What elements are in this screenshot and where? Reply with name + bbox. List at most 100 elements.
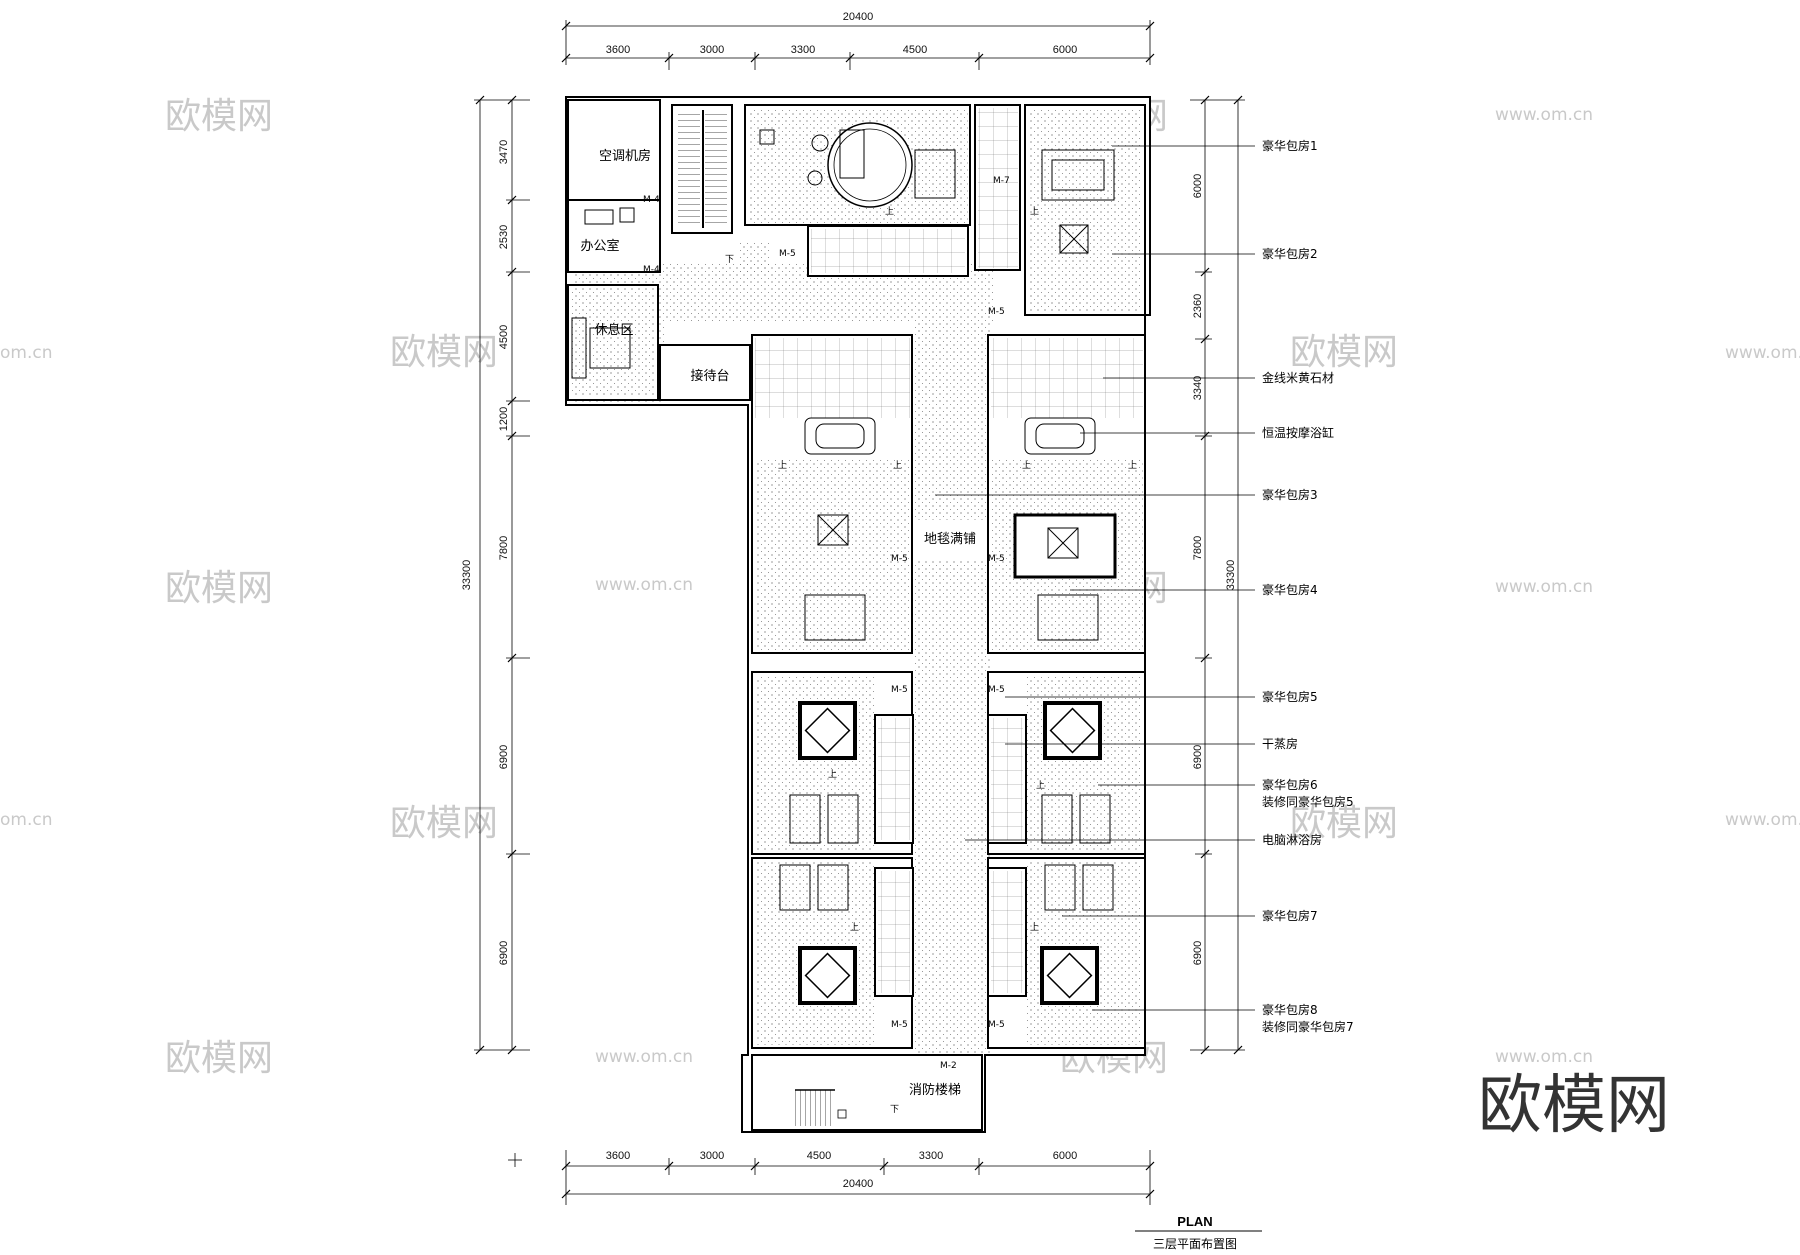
watermark-url: www.om.cn — [1495, 577, 1593, 597]
watermark-brand: 欧模网 — [1290, 332, 1398, 373]
right-dimensions: 6000 2360 3340 7800 6900 6900 33300 — [1190, 95, 1245, 1055]
watermark-brand: 欧模网 — [390, 332, 498, 373]
label-office: 办公室 — [580, 238, 619, 254]
label-carpet: 地毯满铺 — [924, 532, 976, 547]
door-tag: M-7 — [993, 176, 1010, 186]
dim-right-total: 33300 — [1225, 560, 1237, 591]
annotation-room-1: 豪华包房1 — [1262, 138, 1318, 153]
dim-left-3: 4500 — [498, 325, 510, 349]
watermark-url: www.om.cn — [1495, 1047, 1593, 1067]
annotations: 豪华包房1 豪华包房2 金线米黄石材 恒温按摩浴缸 豪华包房3 豪华包房4 豪华… — [935, 138, 1354, 1034]
door-tag: M-5 — [779, 249, 796, 259]
bottom-dimensions: 3600 3000 4500 3300 6000 20400 — [508, 1150, 1155, 1205]
door-tag: M-4 — [643, 195, 660, 205]
dim-right-1: 6000 — [1192, 174, 1204, 198]
door-tag: M-5 — [988, 1020, 1005, 1030]
label-fire-stair: 消防楼梯 — [909, 1082, 961, 1098]
stair-up-mark: 上 — [893, 460, 902, 471]
dim-top-1: 3600 — [606, 44, 630, 56]
door-tags: M-4 M-4 M-5 M-5 M-5 M-5 M-5 M-5 M-5 M-5 … — [643, 176, 1137, 1115]
dim-left-1: 3470 — [498, 140, 510, 164]
annotation-room-6-note: 装修同豪华包房5 — [1262, 794, 1354, 809]
dim-top-2: 3000 — [700, 44, 724, 56]
top-dimensions: 20400 3600 3000 3300 4500 6000 — [561, 11, 1155, 70]
door-tag: M-5 — [891, 685, 908, 695]
watermark-brand: 欧模网 — [390, 803, 498, 844]
left-dimensions: 33300 3470 2530 4500 1200 7800 6900 6900 — [461, 95, 530, 1055]
dim-right-5: 6900 — [1192, 745, 1204, 769]
dim-bottom-3: 4500 — [807, 1150, 831, 1162]
label-reception: 接待台 — [690, 368, 729, 384]
watermark-url: www.om.cn — [1725, 810, 1800, 830]
watermark-url: www.om.cn — [595, 575, 693, 595]
dim-left-4: 1200 — [498, 407, 510, 431]
dim-right-3: 3340 — [1192, 376, 1204, 400]
room-labels: 空调机房 办公室 休息区 接待台 地毯满铺 消防楼梯 — [580, 148, 976, 1098]
door-tag: M-5 — [891, 554, 908, 564]
dim-top-total: 20400 — [843, 11, 874, 23]
watermark-brand: 欧模网 — [1290, 803, 1398, 844]
door-tag: M-5 — [988, 307, 1005, 317]
watermark-brand: 欧模网 — [165, 96, 273, 137]
building — [565, 96, 1151, 1133]
stair-up-mark: 上 — [850, 922, 859, 933]
dim-top-5: 6000 — [1053, 44, 1077, 56]
watermark-url: om.cn — [0, 810, 53, 830]
annotation-room-7: 豪华包房7 — [1262, 908, 1318, 923]
stair-up-mark: 上 — [885, 206, 894, 217]
dim-left-7: 6900 — [498, 941, 510, 965]
stair-up-mark: 上 — [1030, 922, 1039, 933]
stair-up-mark: 上 — [1022, 460, 1031, 471]
label-rest-area: 休息区 — [594, 322, 633, 338]
dim-right-6: 6900 — [1192, 941, 1204, 965]
stair-up-mark: 上 — [1036, 780, 1045, 791]
annotation-room-8: 豪华包房8 — [1262, 1002, 1318, 1017]
drawing-title: PLAN 三层平面布置图 — [1135, 1214, 1262, 1251]
annotation-bathtub: 恒温按摩浴缸 — [1262, 425, 1334, 440]
door-tag: M-4 — [643, 265, 660, 275]
annotation-room-4: 豪华包房4 — [1262, 582, 1318, 597]
watermark-url: om.cn — [0, 343, 53, 363]
annotation-shower: 电脑淋浴房 — [1262, 832, 1322, 847]
title-plan: PLAN — [1177, 1214, 1212, 1229]
stair-up-mark: 上 — [778, 460, 787, 471]
door-tag: M-5 — [891, 1020, 908, 1030]
annotation-room-2: 豪华包房2 — [1262, 246, 1318, 261]
stair-down-mark: 下 — [890, 1105, 899, 1115]
dim-left-5: 7800 — [498, 536, 510, 560]
stair-up-mark: 上 — [1128, 460, 1137, 471]
dim-bottom-4: 3300 — [919, 1150, 943, 1162]
watermark-brand: 欧模网 — [165, 568, 273, 609]
door-tag: M-5 — [988, 685, 1005, 695]
dim-right-4: 7800 — [1192, 536, 1204, 560]
dim-bottom-2: 3000 — [700, 1150, 724, 1162]
stair-up-mark: 上 — [1030, 206, 1039, 217]
door-tag: M-2 — [940, 1061, 957, 1071]
annotation-dry-sauna: 干蒸房 — [1262, 736, 1298, 751]
dim-top-4: 4500 — [903, 44, 927, 56]
watermark-url: www.om.cn — [1725, 343, 1800, 363]
annotation-stone: 金线米黄石材 — [1262, 370, 1334, 385]
label-ac-room: 空调机房 — [599, 148, 651, 164]
dim-right-2: 2360 — [1192, 294, 1204, 318]
annotation-room-3: 豪华包房3 — [1262, 487, 1318, 502]
watermark-url: www.om.cn — [1495, 105, 1593, 125]
watermark-url: www.om.cn — [595, 1047, 693, 1067]
dim-bottom-5: 6000 — [1053, 1150, 1077, 1162]
dim-bottom-total: 20400 — [843, 1178, 874, 1190]
annotation-room-6: 豪华包房6 — [1262, 777, 1318, 792]
dim-left-total: 33300 — [461, 560, 473, 591]
title-subtitle: 三层平面布置图 — [1153, 1237, 1237, 1251]
annotation-room-5: 豪华包房5 — [1262, 689, 1318, 704]
door-tag: M-5 — [988, 554, 1005, 564]
watermark-brand: 欧模网 — [165, 1038, 273, 1079]
dim-top-3: 3300 — [791, 44, 815, 56]
dim-left-6: 6900 — [498, 745, 510, 769]
stair-up-mark: 上 — [828, 769, 837, 780]
stair-down-mark: 下 — [725, 255, 734, 265]
dim-bottom-1: 3600 — [606, 1150, 630, 1162]
dim-left-2: 2530 — [498, 225, 510, 249]
brand-logo: 欧模网 — [1478, 1069, 1670, 1143]
annotation-room-8-note: 装修同豪华包房7 — [1262, 1019, 1354, 1034]
